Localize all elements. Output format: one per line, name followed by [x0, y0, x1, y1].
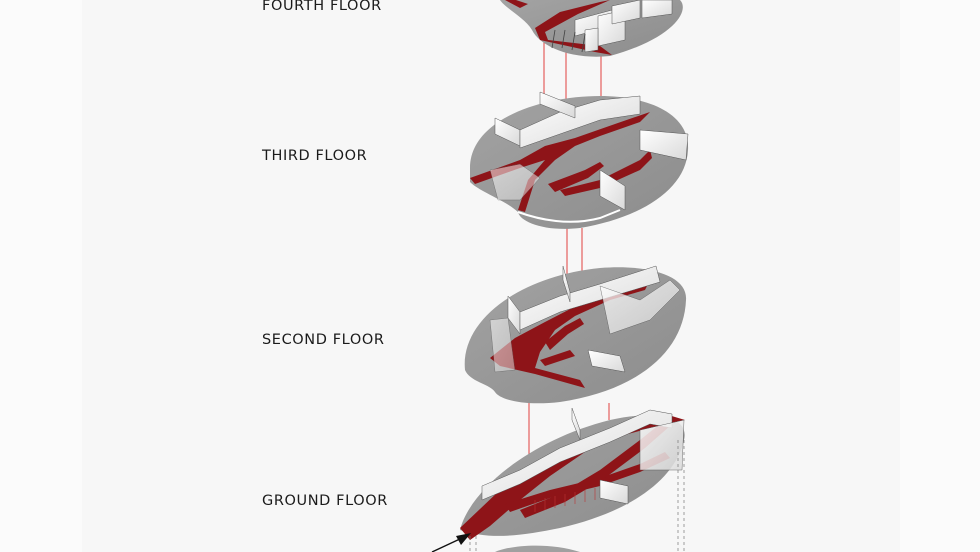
circulation-path: [535, 0, 612, 55]
circulation-path: [470, 112, 650, 212]
circulation-path: [505, 0, 528, 8]
partition-walls: [489, 265, 681, 373]
partition-walls: [574, 0, 673, 53]
ground-floor-label: GROUND FLOOR: [262, 493, 388, 509]
ground-floor-plate: [460, 407, 685, 540]
circulation-path: [540, 350, 575, 366]
circulation-path: [545, 318, 584, 350]
partition-walls: [489, 91, 689, 211]
entrance-arrow: [431, 533, 471, 552]
circulation-path: [560, 150, 652, 196]
dashed-guide-lines: [469, 440, 685, 552]
arrow-head-icon: [456, 533, 471, 545]
partition-walls: [481, 407, 685, 505]
fourth-floor-plate: [500, 0, 683, 57]
circulation-path: [490, 280, 650, 388]
circulation-path: [548, 162, 604, 192]
second-floor-label: SECOND FLOOR: [262, 332, 385, 348]
left-margin-strip: [0, 0, 82, 552]
third-floor-label: THIRD FLOOR: [262, 148, 368, 164]
fourth-floor-label: FOURTH FLOOR: [262, 0, 382, 14]
slab-edge: [517, 209, 621, 223]
foundation-slab: [495, 545, 580, 552]
structural-fins: [551, 29, 586, 53]
right-margin-strip: [900, 0, 980, 552]
second-floor-plate: [464, 265, 687, 404]
structural-fins: [534, 488, 596, 512]
circulation-path: [460, 414, 685, 540]
third-floor-plate: [470, 91, 689, 229]
